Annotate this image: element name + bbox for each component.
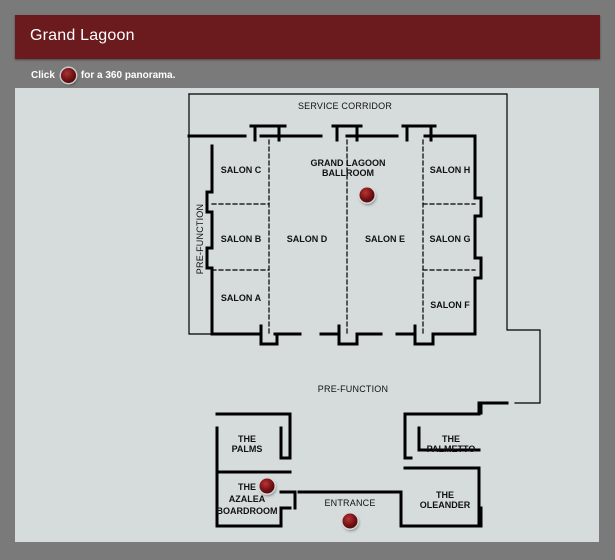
label-azalea-line3: BOARDROOM bbox=[216, 506, 278, 516]
outline-top bbox=[188, 93, 541, 404]
label-azalea-line1: THE bbox=[238, 482, 256, 492]
floor-plan-map: SERVICE CORRIDOR GRAND LAGOON BALLROOM S… bbox=[15, 88, 599, 542]
outline-left bbox=[188, 93, 215, 335]
label-palmetto-line2: PALMETTO bbox=[426, 444, 476, 454]
floor-plan-walls bbox=[187, 93, 541, 528]
label-salon-h: SALON H bbox=[429, 165, 471, 175]
hint-text-after: for a 360 panorama. bbox=[80, 69, 176, 81]
label-service-corridor: SERVICE CORRIDOR bbox=[297, 101, 393, 111]
panorama-dot-icon[interactable] bbox=[259, 478, 275, 494]
label-oleander-line2: OLEANDER bbox=[419, 500, 471, 510]
label-salon-a: SALON A bbox=[220, 293, 262, 303]
label-salon-d: SALON D bbox=[286, 234, 328, 244]
label-palms-line1: THE bbox=[238, 434, 256, 444]
label-salon-e: SALON E bbox=[364, 234, 406, 244]
label-palmetto-line1: THE bbox=[442, 434, 460, 444]
label-salon-f: SALON F bbox=[430, 300, 470, 310]
label-ballroom-line2: BALLROOM bbox=[322, 168, 374, 178]
label-prefunction-center: PRE-FUNCTION bbox=[317, 384, 389, 394]
panorama-dot-icon bbox=[60, 67, 76, 83]
label-salon-c: SALON C bbox=[220, 165, 262, 175]
label-oleander-line1: THE bbox=[436, 490, 454, 500]
label-salon-b: SALON B bbox=[220, 234, 262, 244]
panorama-dot-icon[interactable] bbox=[359, 187, 375, 203]
panorama-hint: Click for a 360 panorama. bbox=[31, 66, 175, 84]
page-title: Grand Lagoon bbox=[30, 27, 135, 44]
label-entrance: ENTRANCE bbox=[324, 498, 376, 508]
page-header: Grand Lagoon bbox=[15, 15, 600, 59]
label-salon-g: SALON G bbox=[429, 234, 471, 244]
label-palms-line2: PALMS bbox=[231, 444, 263, 454]
label-ballroom-line1: GRAND LAGOON bbox=[310, 158, 386, 168]
label-azalea-line2: AZALEA bbox=[228, 494, 266, 504]
hint-text-before: Click bbox=[31, 69, 55, 81]
label-prefunction-left: PRE-FUNCTION bbox=[195, 203, 205, 275]
panorama-dot-icon[interactable] bbox=[342, 513, 358, 529]
